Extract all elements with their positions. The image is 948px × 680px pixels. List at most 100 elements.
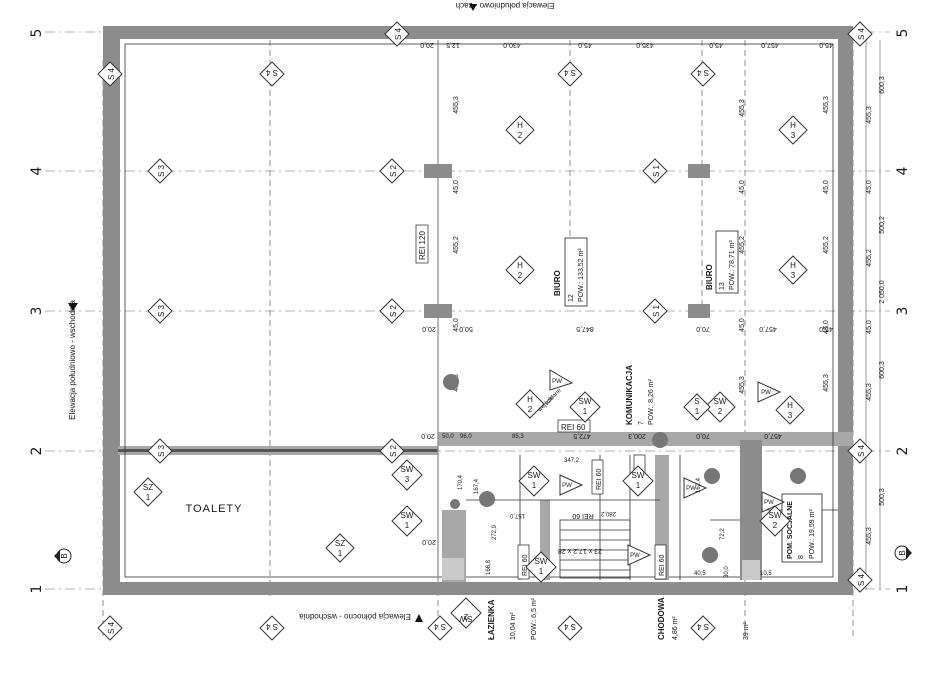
svg-text:45,0: 45,0 <box>823 180 830 194</box>
tag-sw1-d: SW1 <box>525 551 557 583</box>
svg-text:S: S <box>694 397 699 406</box>
svg-text:45,0: 45,0 <box>709 41 723 48</box>
svg-text:S 4: S 4 <box>857 27 866 40</box>
svg-text:S 4: S 4 <box>107 621 116 634</box>
svg-text:2: 2 <box>518 131 523 140</box>
svg-text:3: 3 <box>788 411 793 420</box>
svg-text:847,5: 847,5 <box>576 325 594 332</box>
svg-text:600,3: 600,3 <box>879 361 886 379</box>
svg-text:SW: SW <box>769 511 782 520</box>
elevation-bottom-label: Elewacja północno - wschodnia <box>299 612 411 621</box>
svg-text:POW.: 19,59 m²: POW.: 19,59 m² <box>809 509 816 559</box>
svg-text:S 4: S 4 <box>696 622 709 631</box>
svg-text:S 3: S 3 <box>157 164 166 177</box>
svg-text:H: H <box>790 261 796 270</box>
svg-text:200,3: 200,3 <box>628 432 646 439</box>
tag-s1-c: S1 <box>683 393 711 421</box>
svg-text:50,0: 50,0 <box>459 325 473 332</box>
svg-text:280,2: 280,2 <box>600 510 616 516</box>
svg-text:SW: SW <box>401 511 414 520</box>
svg-text:170,4: 170,4 <box>458 474 464 490</box>
svg-text:S 2: S 2 <box>389 444 398 457</box>
svg-text:CHODOWA: CHODOWA <box>657 597 666 640</box>
svg-text:PW: PW <box>630 553 640 559</box>
svg-text:PW: PW <box>686 486 696 492</box>
svg-text:S 4: S 4 <box>563 68 576 77</box>
tag-s2-a: S 2 <box>379 158 405 184</box>
tag-sw2-b: SW2 <box>759 505 791 537</box>
svg-text:45,0: 45,0 <box>578 41 592 48</box>
svg-text:H: H <box>790 121 796 130</box>
svg-text:1: 1 <box>539 567 544 576</box>
svg-text:REI 60: REI 60 <box>572 512 594 519</box>
tag-s3-a: S 3 <box>147 158 173 184</box>
svg-text:ŁAZIENKA: ŁAZIENKA <box>487 599 496 640</box>
svg-text:3: 3 <box>791 131 796 140</box>
tag-s4-b: S 4 <box>259 61 285 87</box>
svg-text:455,2: 455,2 <box>453 236 460 254</box>
svg-text:20,0: 20,0 <box>420 41 434 48</box>
svg-text:S 4: S 4 <box>394 27 403 40</box>
tag-s4-bottom-5: S 4 <box>690 615 716 641</box>
tag-sw2-c: SW2 <box>450 597 482 629</box>
svg-text:1: 1 <box>146 493 151 502</box>
svg-text:1: 1 <box>532 481 537 490</box>
svg-text:455,3: 455,3 <box>453 96 460 114</box>
axis-label-4-right: 4 <box>895 166 911 175</box>
svg-text:45,0: 45,0 <box>823 320 830 334</box>
svg-text:KOMUNIKACJA: KOMUNIKACJA <box>625 365 634 425</box>
svg-text:455,3: 455,3 <box>866 383 873 401</box>
axis-label-3-left: 3 <box>29 307 45 316</box>
svg-text:72,2: 72,2 <box>720 528 726 540</box>
svg-text:1: 1 <box>338 549 343 558</box>
svg-text:S 3: S 3 <box>157 304 166 317</box>
svg-text:70,0: 70,0 <box>696 325 710 332</box>
svg-text:500,3: 500,3 <box>879 488 886 506</box>
tag-s4-g: S 4 <box>847 438 873 464</box>
tag-sz1-a: SZ1 <box>133 477 163 507</box>
svg-text:455,3: 455,3 <box>739 99 746 117</box>
svg-text:455,3: 455,3 <box>823 374 830 392</box>
svg-text:50,0: 50,0 <box>442 434 454 440</box>
svg-text:457,0: 457,0 <box>764 432 782 439</box>
svg-text:REI 60: REI 60 <box>596 468 603 490</box>
tag-sw1-c: SW1 <box>518 465 550 497</box>
svg-text:85,3: 85,3 <box>512 434 524 440</box>
elevation-top-label: Elewacja południowo - zach <box>456 1 555 10</box>
room-pom-socjalne: POM. SOCJALNE 8 POW.: 19,59 m² <box>781 493 823 563</box>
tag-h3-c: H3 <box>775 395 805 425</box>
svg-text:472,5: 472,5 <box>573 432 591 439</box>
svg-text:157,0: 157,0 <box>509 512 525 518</box>
svg-text:szklane: szklane <box>544 387 563 406</box>
svg-text:45,0: 45,0 <box>739 318 746 332</box>
section-tags: S 4 S 4 S 4 S 4 S 4 S 4 S 4 S 4 S 3 S 3 … <box>97 21 873 641</box>
tag-s4-bottom-1: S 4 <box>97 615 123 641</box>
svg-text:B: B <box>60 553 69 558</box>
tag-sw1-a: SW1 <box>569 391 601 423</box>
svg-text:REI 60: REI 60 <box>659 554 666 576</box>
svg-text:162,4: 162,4 <box>696 477 702 493</box>
svg-text:1: 1 <box>583 407 588 416</box>
svg-text:20,0: 20,0 <box>422 538 436 545</box>
svg-text:40,5: 40,5 <box>694 571 706 577</box>
svg-text:1: 1 <box>405 521 410 530</box>
svg-text:600,3: 600,3 <box>879 76 886 94</box>
tag-s1-b: S 1 <box>642 298 668 324</box>
svg-text:20,0: 20,0 <box>421 432 435 439</box>
svg-text:455,2: 455,2 <box>739 236 746 254</box>
elevation-left-label: Elewacja południowo - wschodnia <box>68 300 77 420</box>
tag-s4-a: S 4 <box>97 61 123 87</box>
svg-text:SW: SW <box>459 614 472 623</box>
tag-s2-c: S 2 <box>379 438 405 464</box>
svg-text:PW: PW <box>552 379 562 385</box>
svg-text:455,3: 455,3 <box>866 527 873 545</box>
svg-text:B: B <box>898 550 907 555</box>
tag-sz1-b: SZ1 <box>325 533 355 563</box>
axis-label-3-right: 3 <box>895 307 911 316</box>
room-biuro-12: BIURO 12 POW.: 133,52 m² <box>553 237 588 307</box>
svg-text:166,8: 166,8 <box>486 559 492 575</box>
svg-text:SW: SW <box>714 397 727 406</box>
svg-text:435,0: 435,0 <box>636 41 654 48</box>
svg-text:45,0: 45,0 <box>866 320 873 334</box>
bottom-partial-labels: ŁAZIENKA 10,04 m² POW.: 6,5 m² CHODOWA 4… <box>487 597 750 640</box>
